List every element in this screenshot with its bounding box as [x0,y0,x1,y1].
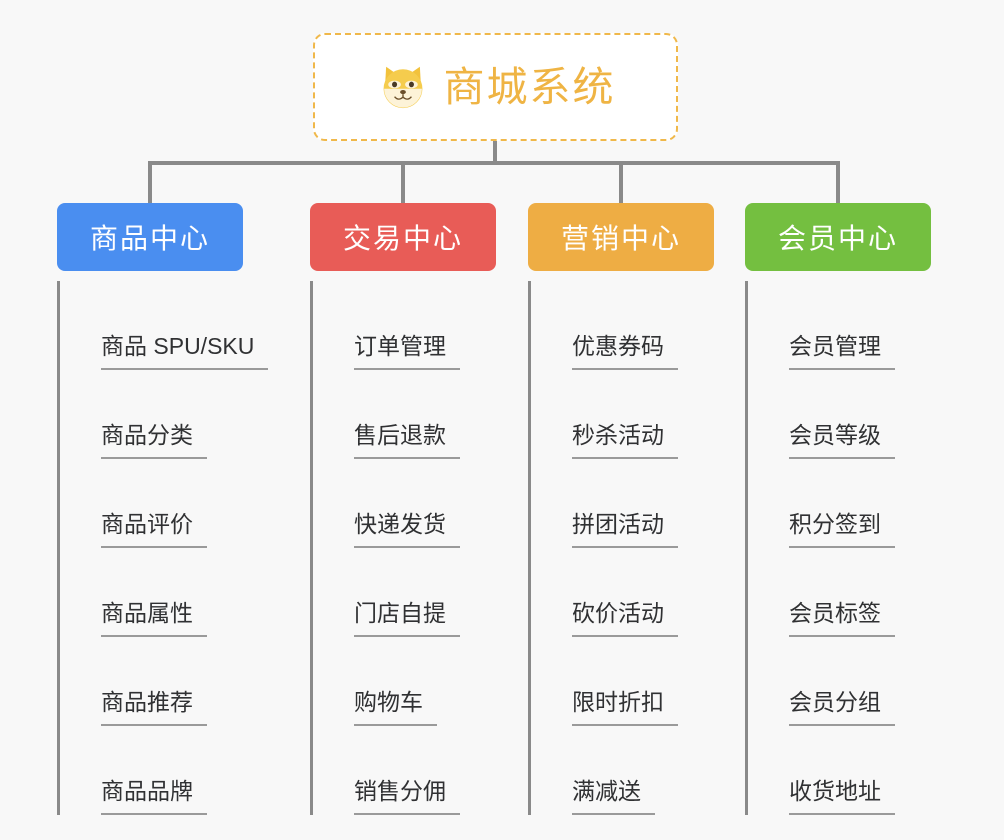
leaf-label: 商品属性 [101,599,207,637]
leaf-label: 快递发货 [354,510,460,548]
leaf-item[interactable]: 商品 SPU/SKU [63,281,269,370]
leaf-item[interactable]: 商品分类 [63,370,243,459]
leaf-item[interactable]: 售后退款 [316,370,496,459]
leaf-label: 门店自提 [354,599,460,637]
leaf-item[interactable]: 商品属性 [63,548,243,637]
connector-drop-2 [401,161,405,203]
leaf-label: 会员等级 [789,421,895,459]
leaf-item[interactable]: 购物车 [316,637,496,726]
connector-horizontal-bus [148,161,840,165]
root-node[interactable]: 商城系统 [313,33,678,141]
leaf-label: 收货地址 [789,777,895,815]
leaf-item[interactable]: 会员等级 [751,370,931,459]
leaf-item[interactable]: 积分签到 [751,459,931,548]
category-header-label: 交易中心 [342,223,463,254]
leaf-label: 会员分组 [789,688,895,726]
category-header-label: 会员中心 [777,223,898,254]
category-header-product[interactable]: 商品中心 [57,203,243,271]
leaf-label: 会员标签 [789,599,895,637]
branch-trunk-marketing: 优惠券码 秒杀活动 拼团活动 砍价活动 限时折扣 满减送 [528,281,714,815]
leaf-label: 拼团活动 [572,510,678,548]
leaf-item[interactable]: 商品评价 [63,459,243,548]
connector-drop-3 [619,161,623,203]
leaf-item[interactable]: 快递发货 [316,459,496,548]
branch-trunk-member: 会员管理 会员等级 积分签到 会员标签 会员分组 收货地址 [745,281,931,815]
leaf-item[interactable]: 销售分佣 [316,726,496,815]
leaf-item[interactable]: 商品品牌 [63,726,243,815]
leaf-label: 销售分佣 [354,777,460,815]
shiba-dog-face-icon [376,60,430,114]
leaf-item[interactable]: 会员分组 [751,637,931,726]
category-header-member[interactable]: 会员中心 [745,203,931,271]
leaf-item[interactable]: 秒杀活动 [534,370,714,459]
leaf-label: 优惠券码 [572,332,678,370]
leaf-item[interactable]: 收货地址 [751,726,931,815]
leaf-label: 商品分类 [101,421,207,459]
connector-drop-4 [836,161,840,203]
leaf-label: 积分签到 [789,510,895,548]
connector-root-stem [493,141,497,164]
leaf-item[interactable]: 限时折扣 [534,637,714,726]
connector-drop-1 [148,161,152,203]
leaf-item[interactable]: 订单管理 [316,281,496,370]
leaf-label: 商品推荐 [101,688,207,726]
category-column-product: 商品中心 商品 SPU/SKU 商品分类 商品评价 商品属性 商品推荐 商品品牌 [57,203,269,815]
branch-trunk-trade: 订单管理 售后退款 快递发货 门店自提 购物车 销售分佣 [310,281,496,815]
category-header-marketing[interactable]: 营销中心 [528,203,714,271]
leaf-item[interactable]: 满减送 [534,726,714,815]
category-header-label: 营销中心 [560,223,681,254]
leaf-label: 商品 SPU/SKU [101,332,269,370]
category-column-marketing: 营销中心 优惠券码 秒杀活动 拼团活动 砍价活动 限时折扣 满减送 [528,203,714,815]
leaf-label: 订单管理 [354,332,460,370]
leaf-label: 砍价活动 [572,599,678,637]
leaf-label: 满减送 [572,777,655,815]
category-header-label: 商品中心 [89,223,210,254]
leaf-item[interactable]: 会员标签 [751,548,931,637]
leaf-label: 限时折扣 [572,688,678,726]
leaf-item[interactable]: 优惠券码 [534,281,714,370]
leaf-item[interactable]: 拼团活动 [534,459,714,548]
root-title: 商城系统 [443,63,616,110]
leaf-label: 会员管理 [789,332,895,370]
leaf-label: 商品评价 [101,510,207,548]
leaf-label: 购物车 [354,688,437,726]
leaf-item[interactable]: 商品推荐 [63,637,243,726]
category-column-trade: 交易中心 订单管理 售后退款 快递发货 门店自提 购物车 销售分佣 [310,203,496,815]
leaf-label: 秒杀活动 [572,421,678,459]
leaf-item[interactable]: 门店自提 [316,548,496,637]
category-column-member: 会员中心 会员管理 会员等级 积分签到 会员标签 会员分组 收货地址 [745,203,931,815]
leaf-item[interactable]: 会员管理 [751,281,931,370]
branch-trunk-product: 商品 SPU/SKU 商品分类 商品评价 商品属性 商品推荐 商品品牌 [57,281,269,815]
leaf-label: 商品品牌 [101,777,207,815]
leaf-label: 售后退款 [354,421,460,459]
leaf-item[interactable]: 砍价活动 [534,548,714,637]
category-header-trade[interactable]: 交易中心 [310,203,496,271]
